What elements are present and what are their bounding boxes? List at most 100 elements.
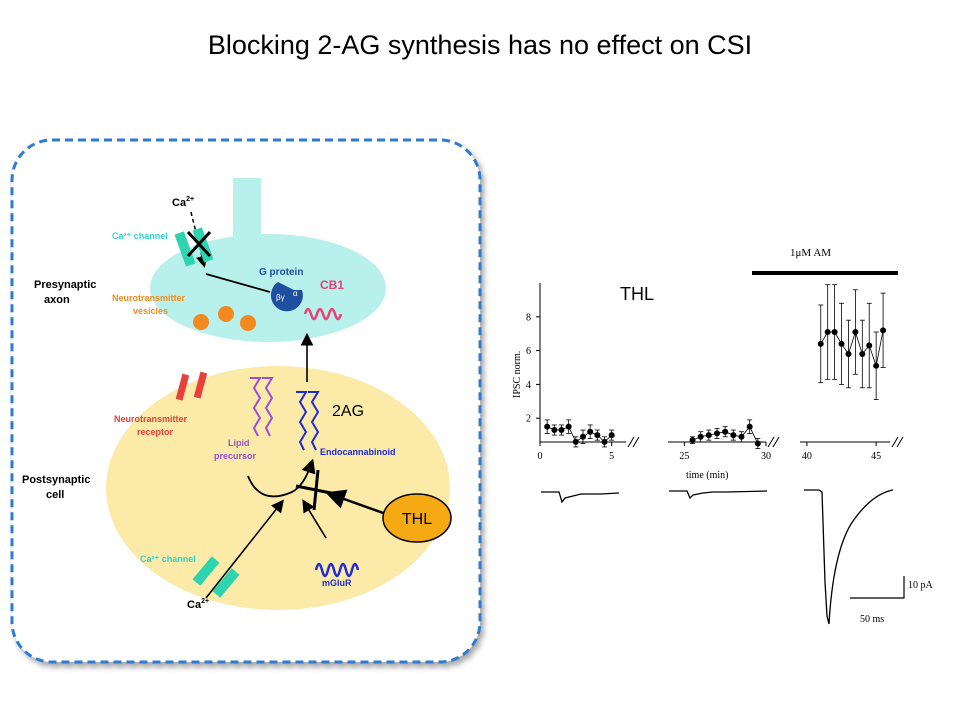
y-tick-label-2: 6	[526, 346, 531, 357]
y-tick-label-1: 4	[526, 380, 531, 391]
axis-break-2	[891, 436, 904, 448]
vesicle-3	[240, 315, 256, 331]
x-axis: 0 5 25 30 40 45	[538, 436, 904, 462]
x-tick-label-0: 0	[538, 451, 543, 462]
axis-break-1	[767, 436, 780, 448]
lipid-label-2: precursor	[214, 451, 257, 461]
ipsc-chart: THL 1μM AM 2 4 6 8 IPSC norm. 0 5 25 30 40 45 ti…	[512, 247, 934, 625]
cb1-receptor	[303, 307, 343, 321]
scale-y-label: 10 pA	[908, 580, 934, 591]
nt-receptor-right	[193, 371, 208, 399]
data-point-2-7	[866, 342, 873, 349]
postsynaptic-label-2: cell	[46, 489, 64, 501]
data-point-1-1	[697, 433, 704, 440]
data-point-2-6	[859, 350, 866, 357]
channel-block-x	[186, 230, 212, 258]
postsynaptic-cell	[106, 366, 450, 610]
ca-bottom-arrow	[205, 499, 284, 599]
mglur-label: mGluR	[322, 578, 352, 588]
data-point-0-3	[565, 423, 572, 430]
series-line-0	[546, 426, 612, 443]
scale-x-label: 50 ms	[860, 614, 884, 625]
data-point-1-2	[705, 432, 712, 439]
lipid-precursor	[250, 377, 274, 437]
x-axis-label: time (min)	[686, 470, 729, 481]
presynaptic-terminal	[150, 234, 386, 342]
data-point-2-8	[873, 362, 880, 369]
trace-baseline	[541, 491, 620, 504]
cb1-label: CB1	[320, 278, 344, 292]
presynaptic-label-2: axon	[44, 294, 70, 306]
synthesis-arrow	[247, 458, 316, 498]
y-tick-label-0: 2	[526, 414, 531, 425]
data-point-1-7	[746, 423, 753, 430]
data-point-0-4	[572, 438, 579, 445]
gprotein-to-channel	[205, 273, 271, 293]
thl-oval-label: THL	[402, 511, 432, 528]
chart-thl-label: THL	[620, 284, 654, 304]
data-point-1-6	[738, 433, 745, 440]
data-point-1-8	[754, 440, 761, 447]
data-point-1-4	[722, 428, 729, 435]
series-line-2	[820, 330, 884, 368]
x-tick-label-2: 25	[679, 451, 689, 462]
data-point-2-9	[880, 327, 887, 334]
data-point-1-3	[714, 430, 720, 437]
y-tick-label-3: 8	[526, 312, 531, 323]
y-axis-ticks: 2 4 6 8	[526, 312, 540, 425]
data-point-0-8	[601, 438, 608, 445]
mglur-arrow	[302, 499, 327, 539]
data-point-0-2	[558, 427, 565, 434]
vesicles-label: Neurotransmitter	[112, 293, 186, 303]
data-point-2-1	[824, 329, 831, 336]
data-point-0-1	[551, 427, 558, 434]
thl-arrow	[325, 489, 387, 516]
ca-channel-bottom-right	[212, 568, 240, 598]
endocannabinoid-label: Endocannabinoid	[320, 447, 396, 457]
data-point-0-6	[587, 428, 594, 435]
g-protein-label: G protein	[259, 267, 303, 278]
axis-break-0	[627, 436, 640, 448]
vesicles-label-2: vesicles	[133, 306, 168, 316]
synapse-diagram: Presynaptic axon Postsynaptic cell Ca2+ …	[10, 138, 482, 664]
nt-receptor-label-2: receptor	[137, 427, 174, 437]
data-point-2-2	[831, 329, 838, 336]
ca-channel-bottom-left	[192, 556, 220, 586]
trace-am	[804, 489, 894, 625]
beta-gamma-label: βγ	[276, 293, 285, 302]
slide-title: Blocking 2-AG synthesis has no effect on…	[207, 30, 753, 60]
nt-receptor-label: Neurotransmitter	[114, 414, 188, 424]
ca-channel-top-left	[174, 231, 196, 267]
data-point-0-0	[544, 423, 551, 430]
drug-label: 1μM AM	[790, 247, 831, 259]
alpha-label: α	[293, 289, 298, 298]
data-point-1-5	[730, 432, 737, 439]
data-point-2-3	[838, 340, 845, 347]
data-series	[544, 284, 887, 450]
nt-receptor-left	[175, 373, 190, 401]
ca-top-label: Ca2+	[172, 196, 194, 209]
x-tick-label-1: 5	[609, 451, 614, 462]
y-axis-label: IPSC norm.	[512, 351, 523, 398]
x-tick-label-4: 40	[802, 451, 812, 462]
vesicle-2	[218, 306, 234, 322]
data-point-0-7	[594, 432, 601, 439]
ca-channel-top-label: Ca²⁺ channel	[112, 231, 168, 241]
data-point-2-5	[852, 329, 859, 336]
x-tick-label-5: 45	[871, 451, 881, 462]
endocannabinoid-shape	[296, 391, 320, 451]
lipid-label: Lipid	[228, 438, 250, 448]
label-2ag: 2AG	[332, 403, 364, 420]
data-point-1-0	[689, 437, 696, 444]
g-protein-shape	[270, 282, 303, 312]
vesicle-1	[193, 314, 209, 330]
scale-bar	[850, 576, 905, 599]
presynaptic-label: Presynaptic	[34, 279, 96, 291]
mglur-receptor	[314, 562, 360, 578]
data-point-0-9	[608, 432, 615, 439]
data-point-2-4	[845, 350, 852, 357]
data-point-2-0	[817, 340, 824, 347]
x-tick-label-3: 30	[761, 451, 771, 462]
data-point-0-5	[580, 433, 586, 440]
